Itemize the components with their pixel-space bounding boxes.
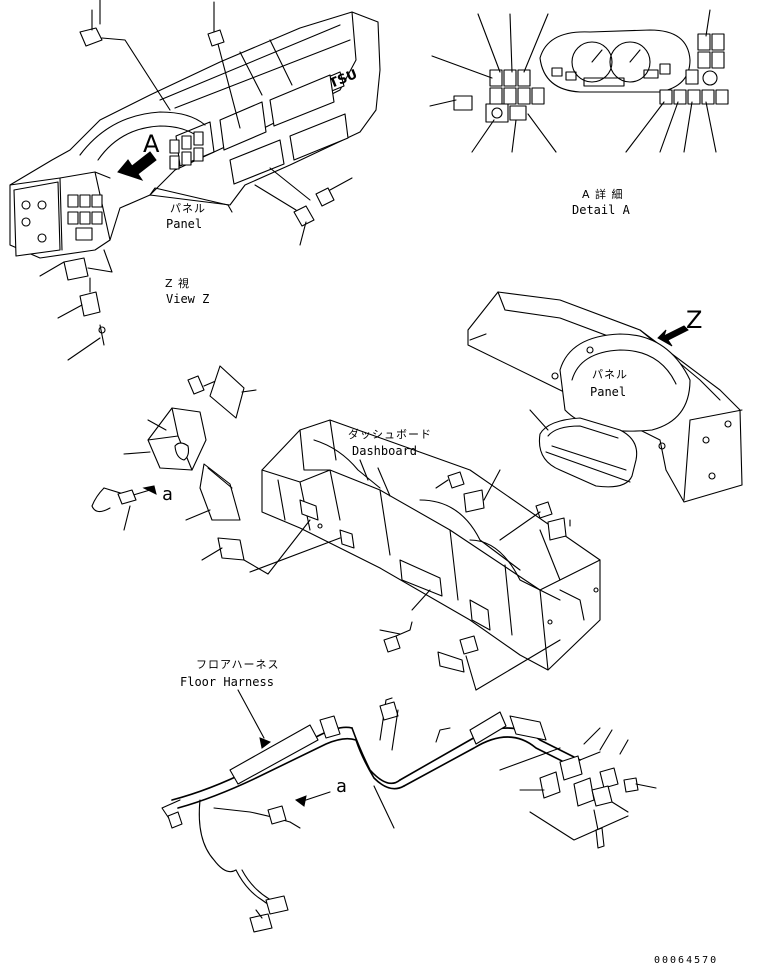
floor-harness: a [161, 689, 657, 933]
svg-text:ダッシュボード: ダッシュボード [348, 427, 432, 441]
panel-label-right: パネル Panel [590, 368, 628, 399]
connector-label-a1: a [162, 484, 173, 505]
view-z-label: Z 視 View Z [165, 276, 209, 306]
svg-text:パネル: パネル [592, 368, 628, 381]
drawing-number: 00064570 [654, 955, 718, 966]
svg-text:Floor Harness: Floor Harness [180, 675, 274, 689]
svg-text:Detail A: Detail A [572, 203, 631, 217]
view-label-z: Z [686, 306, 702, 334]
svg-text:Dashboard: Dashboard [352, 444, 417, 458]
svg-text:Panel: Panel [166, 217, 202, 231]
svg-text:View Z: View Z [166, 292, 209, 306]
svg-text:Panel: Panel [590, 385, 626, 399]
instrument-panel-assembly: KOMATSU A [9, 0, 381, 361]
speaker-wire: a [91, 484, 173, 531]
connector-label-a2: a [336, 776, 347, 797]
svg-text:A 詳 細: A 詳 細 [582, 187, 624, 201]
svg-text:パネル: パネル [170, 202, 206, 215]
panel-view-z: Z [467, 291, 743, 503]
dashboard-label: ダッシュボード Dashboard [348, 427, 432, 458]
svg-text:Z 視: Z 視 [165, 276, 190, 290]
dashboard-relays [249, 469, 571, 691]
dashboard-frame [261, 419, 601, 671]
view-label-a: A [143, 130, 160, 158]
detail-a-label: A 詳 細 Detail A [572, 187, 631, 217]
floor-harness-label: フロアハーネス Floor Harness [180, 658, 280, 689]
speaker-assembly [123, 365, 311, 575]
panel-label-top: パネル Panel [166, 202, 206, 231]
svg-text:フロアハーネス: フロアハーネス [196, 658, 280, 671]
gauge-unit [529, 409, 638, 488]
detail-a-view [429, 9, 729, 153]
